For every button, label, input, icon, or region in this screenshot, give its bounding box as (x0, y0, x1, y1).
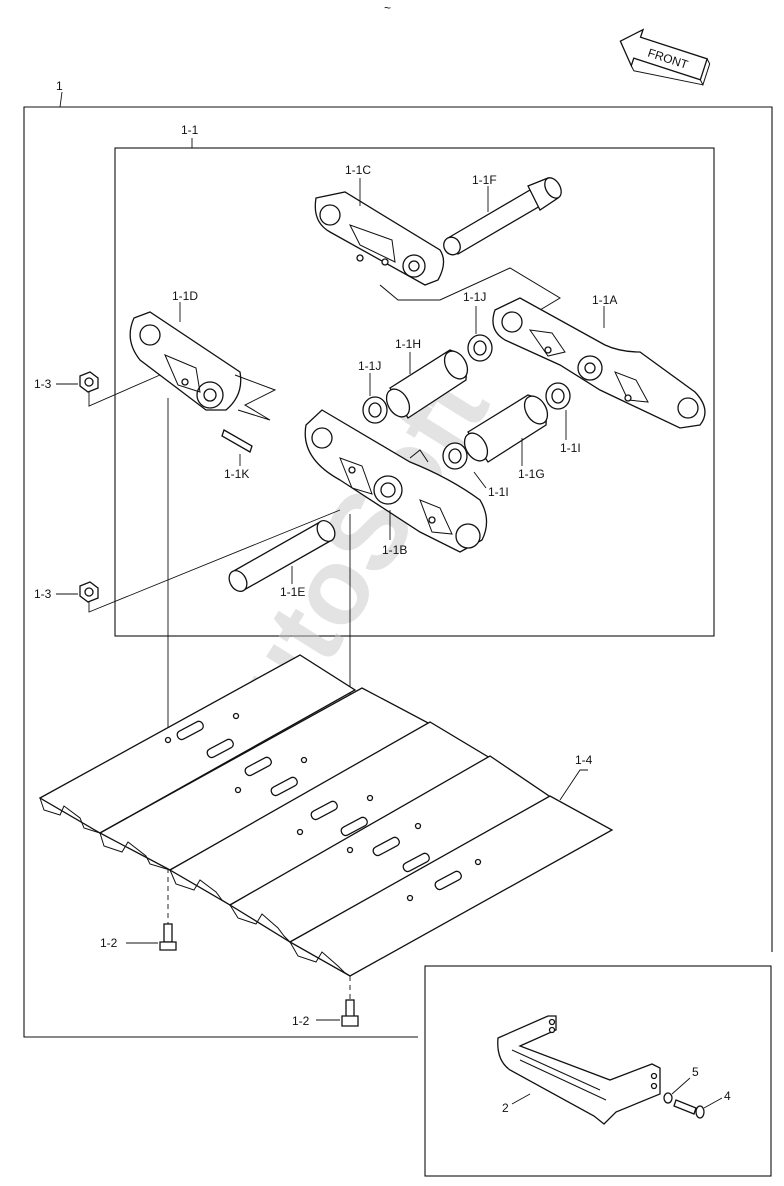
label-washer: 5 (692, 1065, 699, 1079)
label-link-1c: 1-1C (345, 163, 371, 177)
bolt-left (159, 923, 177, 951)
label-link-1b: 1-1B (382, 543, 407, 557)
bushing-1h (385, 349, 469, 419)
label-pin-1e: 1-1E (280, 585, 305, 599)
track-shoes (38, 654, 614, 977)
label-link-1d: 1-1D (172, 289, 198, 303)
bushing-1g (463, 394, 549, 463)
front-arrow-icon: FRONT (619, 28, 711, 87)
label-shoe: 1-4 (575, 753, 593, 767)
link-1b (304, 409, 488, 553)
label-bushing-1h: 1-1H (395, 337, 421, 351)
label-spacer-1i-right: 1-1I (560, 441, 581, 455)
link-1c (314, 191, 445, 286)
guard-inset-frame (424, 965, 772, 1177)
spacer-1i-right (545, 382, 571, 410)
link-1d (129, 311, 242, 411)
pin-1f (443, 177, 562, 256)
label-link-1a: 1-1A (592, 293, 617, 307)
nut-bottom (79, 581, 99, 603)
link-1a (492, 297, 706, 429)
guard-2 (497, 1015, 661, 1125)
screw-4 (673, 1099, 705, 1119)
label-bolt-right: 1-2 (292, 1014, 310, 1028)
label-guard: 2 (502, 1101, 509, 1115)
washer-5 (663, 1092, 673, 1104)
bolt-right (341, 999, 359, 1027)
label-lock-1k: 1-1K (224, 467, 249, 481)
seal-1j-top (467, 334, 493, 362)
lock-1k (221, 429, 253, 453)
label-seal-1i-center: 1-1I (488, 485, 509, 499)
label-bolt-left: 1-2 (100, 936, 118, 950)
label-nut-top: 1-3 (34, 377, 52, 391)
pin-1e (228, 520, 336, 592)
label-bushing-1g: 1-1G (518, 467, 545, 481)
label-link-assembly: 1-1 (181, 123, 199, 137)
assembly-frame (23, 106, 773, 1038)
seal-1i-center (442, 442, 468, 470)
label-nut-bottom: 1-3 (34, 587, 52, 601)
label-seal-1j-top: 1-1J (463, 290, 486, 304)
link-assembly-frame (114, 147, 715, 637)
label-screw: 4 (724, 1089, 731, 1103)
seal-1j-left (362, 396, 388, 424)
nut-top (79, 371, 99, 393)
header-mark: ~ (384, 1, 391, 15)
label-pin-1f: 1-1F (472, 173, 497, 187)
label-seal-1j-left: 1-1J (358, 359, 381, 373)
label-assembly: 1 (56, 79, 63, 93)
